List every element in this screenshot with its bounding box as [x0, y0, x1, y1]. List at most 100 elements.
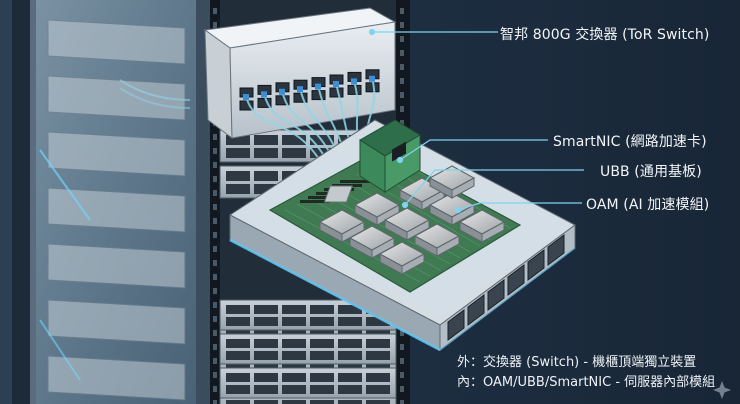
drive-bay [310, 373, 334, 382]
rack-hole [213, 316, 217, 322]
rack-hole [213, 330, 217, 336]
drive-bay [254, 184, 278, 194]
left-rack-unit [47, 19, 186, 65]
drive-bay [282, 328, 306, 338]
drive-bay [338, 328, 362, 338]
cable-connector [261, 91, 267, 98]
left-rack-unit [47, 187, 186, 233]
rack-hole [213, 260, 217, 266]
drive-bay [338, 351, 362, 360]
rack-hole [400, 8, 404, 14]
drive-bay [282, 317, 306, 326]
cable-connector [243, 94, 249, 100]
drive-bay [254, 305, 278, 314]
rack-hole [213, 218, 217, 224]
rack-hole [213, 274, 217, 280]
drive-bay [254, 373, 278, 382]
drive-bay [338, 305, 362, 314]
drive-bay [338, 385, 362, 394]
oam-heatsink-side [401, 253, 425, 275]
rack-hole [400, 78, 404, 84]
drive-bay [338, 400, 362, 404]
label-ubb: UBB (通用基板) [600, 164, 702, 180]
rack-hole [400, 36, 404, 42]
rack-hole [213, 22, 217, 28]
drive-bay [282, 373, 306, 382]
left-rack-unit [47, 299, 186, 345]
rack-hole [213, 204, 217, 210]
drive-bay [282, 135, 306, 145]
drive-bay [310, 305, 334, 314]
switch-port [329, 87, 344, 98]
drive-bay [254, 328, 278, 338]
drive-bay [226, 184, 250, 194]
rack-hole [400, 344, 404, 350]
left-rack-unit [47, 75, 186, 121]
drive-bay [310, 328, 334, 338]
drive-bay [310, 400, 334, 404]
sparkle-icon [713, 381, 731, 399]
drive-bay [254, 385, 278, 394]
smartnic-card [359, 119, 421, 193]
drive-bay [254, 135, 278, 145]
left-rack [0, 0, 210, 404]
left-rack-unit [47, 355, 186, 401]
rack-hole [400, 372, 404, 378]
drive-bay [310, 385, 334, 394]
drive-bay [282, 351, 306, 360]
cable-connector [369, 75, 375, 82]
rack-hole [213, 302, 217, 308]
drive-bay [338, 373, 362, 382]
drive-bay [366, 400, 390, 404]
oam-heatsink-side [436, 235, 460, 257]
drive-bay [282, 400, 306, 404]
drive-bay [282, 385, 306, 394]
drive-bay [226, 400, 250, 404]
rack-hole [213, 246, 217, 252]
dimm-slot [308, 196, 338, 199]
rack-hole [213, 344, 217, 350]
rack-hole [213, 148, 217, 154]
note-inner: 內：OAM/UBB/SmartNIC - 伺服器內部模組 [457, 375, 716, 390]
drive-bay [366, 317, 390, 326]
drive-bay [254, 148, 278, 158]
cable-connector [315, 83, 321, 90]
drive-bay [366, 351, 390, 360]
rack-hole [400, 106, 404, 112]
rack-hole [213, 134, 217, 140]
rack-hole [400, 92, 404, 98]
dimm-slot [300, 200, 330, 203]
drive-bay [254, 400, 278, 404]
drive-bay [338, 317, 362, 326]
drive-bay [366, 373, 390, 382]
rack-hole [400, 50, 404, 56]
rack-hole [213, 288, 217, 294]
drive-bay [310, 339, 334, 348]
drive-bay [254, 171, 278, 181]
rack-hole [213, 176, 217, 182]
drive-bay [282, 339, 306, 348]
left-rack-unit [47, 243, 186, 289]
dimm-slot [340, 180, 370, 183]
front-drive [447, 309, 465, 341]
rack-hole [213, 8, 217, 14]
front-drive [507, 264, 525, 296]
drive-bay [226, 317, 250, 326]
rack-hole [400, 120, 404, 126]
drive-bay [254, 317, 278, 326]
rack-hole [213, 400, 217, 404]
rack-hole [400, 358, 404, 364]
rack-hole [400, 400, 404, 404]
left-rack-unit [47, 131, 186, 177]
drive-bay [226, 135, 250, 145]
note-outer: 外：交換器 (Switch) - 機櫃頂端獨立裝置 [457, 355, 697, 370]
label-oam: OAM (AI 加速模組) [586, 197, 710, 213]
rack-hole [213, 358, 217, 364]
drive-bay [226, 328, 250, 338]
rack-hole [400, 22, 404, 28]
drive-bay [226, 351, 250, 360]
drive-bay [310, 317, 334, 326]
drive-bay [226, 373, 250, 382]
